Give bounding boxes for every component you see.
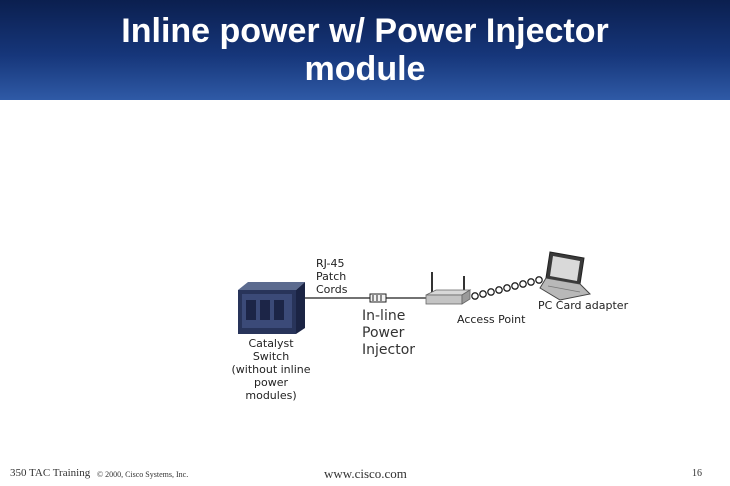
slide-title: Inline power w/ Power Injector module — [0, 12, 730, 88]
switch-label-line-3: power modules) — [245, 376, 297, 402]
title-banner — [0, 0, 730, 100]
footer-course: 350 TAC Training — [10, 467, 91, 479]
switch-label-line-1: Catalyst Switch — [248, 337, 294, 363]
footer-url: www.cisco.com — [324, 466, 407, 481]
switch-label: Catalyst Switch (without inline power mo… — [231, 337, 311, 402]
power-injector-icon — [369, 293, 387, 303]
title-line-1: Inline power w/ Power Injector — [121, 12, 609, 50]
switch-label-line-2: (without inline — [231, 363, 311, 376]
rj45-label-line-1: RJ-45 — [316, 257, 345, 270]
footer-copyright: © 2000, Cisco Systems, Inc. — [97, 470, 189, 479]
title-line-2: module — [304, 50, 426, 88]
laptop-icon — [539, 251, 592, 301]
injector-label-line-1: In-line — [362, 308, 406, 324]
catalyst-switch-icon — [238, 282, 305, 334]
wireless-link-icon — [471, 276, 543, 300]
access-point-icon — [425, 272, 472, 305]
pc-card-label: PC Card adapter — [538, 299, 629, 312]
rj45-label: RJ-45 Patch Cords — [316, 257, 347, 296]
page-number: 16 — [692, 468, 702, 479]
injector-label: In-line Power Injector — [362, 308, 415, 359]
rj45-label-line-3: Cords — [316, 283, 348, 296]
rj45-label-line-2: Patch — [316, 270, 347, 283]
injector-label-line-3: Injector — [362, 342, 416, 358]
access-point-label: Access Point — [457, 313, 526, 326]
injector-label-line-2: Power — [362, 325, 405, 341]
